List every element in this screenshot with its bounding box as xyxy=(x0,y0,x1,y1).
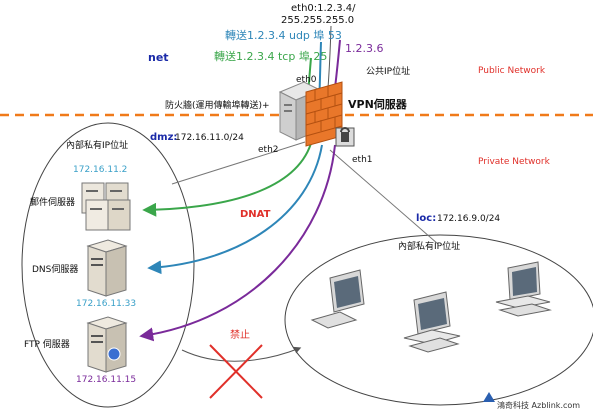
workstation-left-icon xyxy=(310,269,365,329)
workstation-center-icon xyxy=(403,291,461,353)
tcp-forward-label: 轉送1.2.3.4 tcp 埠 25 xyxy=(214,49,327,63)
eth1-link xyxy=(329,149,439,245)
udp-forward-label: 轉送1.2.3.4 udp 埠 53 xyxy=(225,28,342,42)
loc-zone xyxy=(284,234,593,406)
eth2-label: eth2 xyxy=(258,145,279,155)
dns-server-label: DNS伺服器 xyxy=(32,263,78,275)
eth1-label: eth1 xyxy=(352,155,373,165)
dnat-arrow-ftp xyxy=(139,144,336,342)
dmz-subnet: 172.16.11.0/24 xyxy=(175,133,244,143)
dns-server-icon xyxy=(86,239,128,297)
private-ip-right-label: 內部私有IP位址 xyxy=(398,240,460,252)
dmz-ip-3: 172.16.11.15 xyxy=(76,375,136,385)
dnat-arrow-dns xyxy=(147,144,323,275)
dnat-label: DNAT xyxy=(240,209,271,220)
ftp-server-label: FTP 伺服器 xyxy=(24,338,70,350)
ip-extra-label: 1.2.3.6 xyxy=(345,42,383,55)
ftp-server-icon xyxy=(86,316,128,373)
dmz-ip-2: 172.16.11.33 xyxy=(76,299,136,309)
azblink-logo-icon xyxy=(483,392,495,402)
workstation-right-icon xyxy=(495,261,552,317)
private-network-label: Private Network xyxy=(478,157,551,167)
forbidden-x-icon xyxy=(209,344,263,399)
eth0-addr-line2: 255.255.255.0 xyxy=(281,15,354,26)
firewall-icon xyxy=(305,81,343,147)
dmz-zone xyxy=(21,122,195,408)
eth2-link xyxy=(171,141,306,185)
mail-server-icon xyxy=(81,182,131,231)
firewall-label: 防火牆(運用傳輸埠轉送)+ xyxy=(165,99,270,111)
vpn-server-label: VPN伺服器 xyxy=(348,97,408,111)
loc-prefix: loc: xyxy=(416,213,436,224)
dmz-prefix: dmz: xyxy=(150,132,177,143)
forbidden-arrow xyxy=(181,346,302,362)
eth0-addr-line1: eth0:1.2.3.4/ xyxy=(291,3,356,14)
eth0-label: eth0 xyxy=(296,75,317,85)
private-ip-left-label: 內部私有IP位址 xyxy=(66,139,128,151)
loc-subnet: 172.16.9.0/24 xyxy=(437,214,500,224)
lock-icon xyxy=(335,127,355,147)
net-label: net xyxy=(148,51,169,64)
forbidden-label: 禁止 xyxy=(230,329,250,341)
watermark: 鴻奇科技 Azblink.com xyxy=(497,400,580,410)
mail-server-label: 郵件伺服器 xyxy=(30,196,75,208)
public-ip-label: 公共IP位址 xyxy=(366,65,410,77)
dnat-arrow-mail xyxy=(142,139,313,217)
public-network-label: Public Network xyxy=(478,66,546,76)
dmz-ip-1: 172.16.11.2 xyxy=(73,165,127,175)
